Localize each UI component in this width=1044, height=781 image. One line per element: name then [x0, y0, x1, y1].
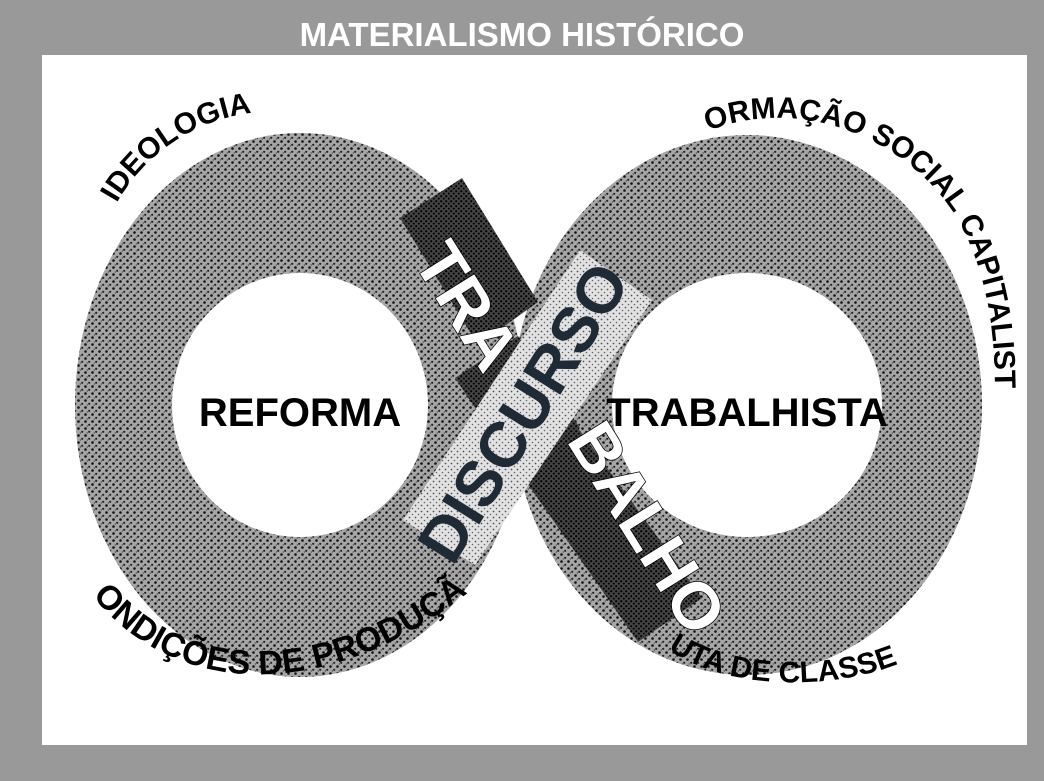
frame-title: MATERIALISMO HISTÓRICO: [300, 16, 745, 53]
right-loop-label: TRABALHISTA: [606, 391, 887, 435]
left-loop-label: REFORMA: [199, 391, 401, 435]
left-loop: [75, 133, 525, 677]
discurso-band: [403, 250, 652, 565]
